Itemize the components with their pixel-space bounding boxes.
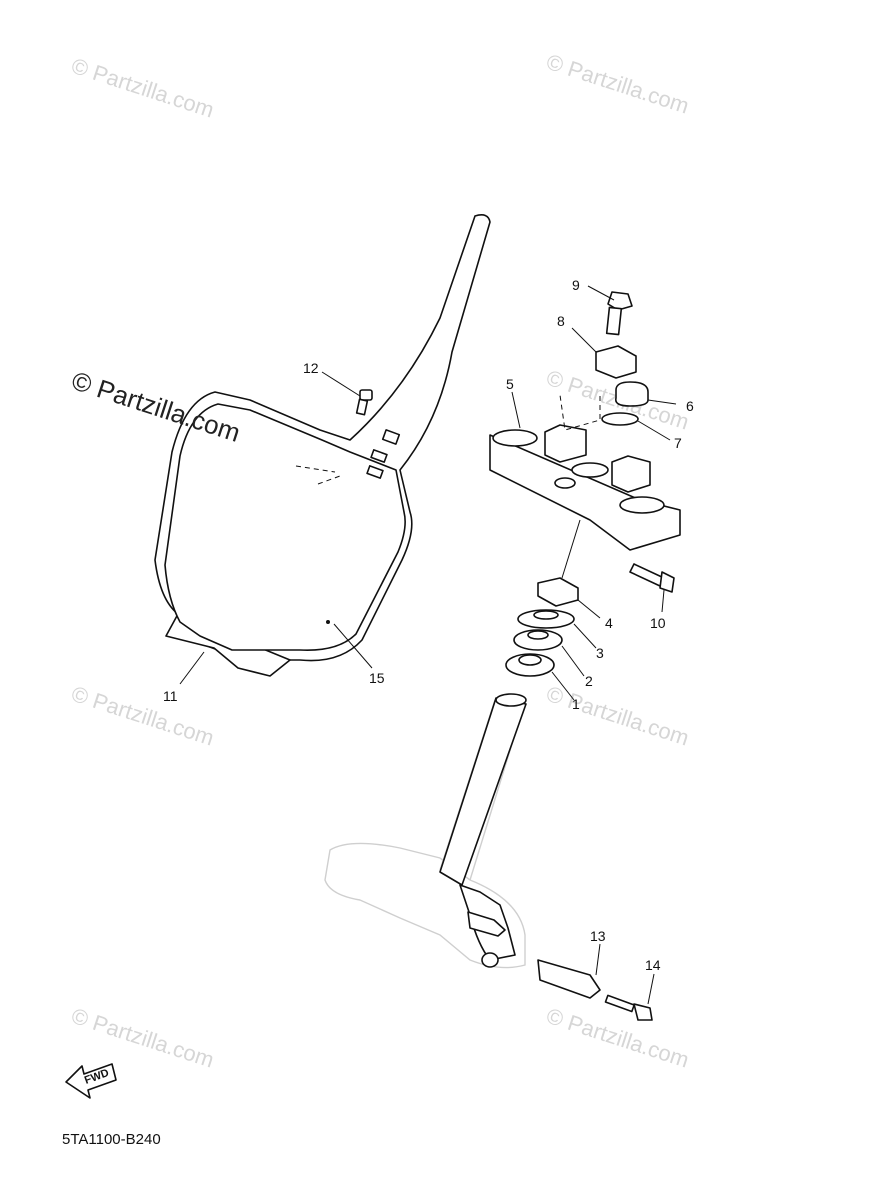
callout-8: 8 [557,313,565,329]
fwd-arrow-icon: FWD [65,1063,117,1099]
callout-6: 6 [686,398,694,414]
bolt-12 [355,389,373,416]
callout-13: 13 [590,928,606,944]
watermark-top-right: © Partzilla.com [543,49,692,119]
steering-stem [439,693,527,968]
callout-9: 9 [572,277,580,293]
callout-labels: 1 2 3 4 5 6 7 8 9 10 11 12 13 14 15 [163,277,694,973]
bolt-10 [629,563,675,593]
callout-14: 14 [645,957,661,973]
callout-15: 15 [369,670,385,686]
upper-bracket [489,424,681,551]
cable-guide [537,959,653,1021]
callout-11: 11 [163,688,178,704]
diagram-code: 5TA1100-B240 [62,1131,161,1148]
callout-7: 7 [674,435,682,451]
handlebar-holder [559,291,649,431]
watermark-bottom-left: © Partzilla.com [68,1003,217,1073]
callout-4: 4 [605,615,613,631]
number-plate [154,214,491,677]
stem-nut-bearings [505,519,581,677]
watermark-lower-left: © Partzilla.com [68,681,217,751]
callout-1: 1 [572,696,580,712]
callout-2: 2 [585,673,593,689]
watermark-lower-right: © Partzilla.com [543,681,692,751]
watermark-bottom-right: © Partzilla.com [543,1003,692,1073]
leader-lines [179,285,677,1005]
callout-10: 10 [650,615,666,631]
callout-5: 5 [506,376,514,392]
watermark-top-left: © Partzilla.com [68,53,217,123]
callout-12: 12 [303,360,319,376]
callout-3: 3 [596,645,604,661]
